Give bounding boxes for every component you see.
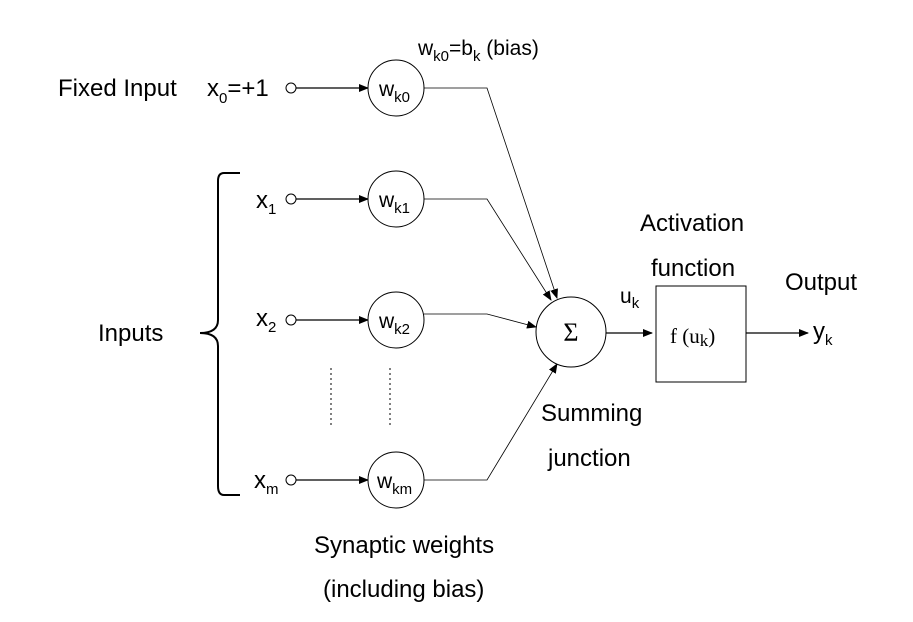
weight-label-1: wk1 [378, 189, 410, 217]
summing-junction-node [535, 296, 607, 368]
activation-box [655, 285, 747, 383]
activation-function-label: f (uk) [670, 324, 715, 350]
activation-title-2: function [651, 255, 735, 282]
uk-label: uk [620, 285, 640, 312]
weight-node-0 [367, 59, 425, 117]
input-terminal-m [285, 474, 297, 486]
weight-node-1 [367, 170, 425, 228]
connection-w2 [424, 313, 537, 329]
input-label-2: x2 [256, 305, 276, 336]
weight-label-0: wk0 [378, 78, 410, 106]
input-label-m: xm [254, 467, 279, 498]
sigma-symbol: Σ [563, 318, 578, 347]
input-terminal-2 [285, 314, 297, 326]
output-title: Output [785, 269, 857, 296]
input-label-1: x1 [256, 187, 276, 218]
synaptic-caption-1: Synaptic weights [314, 532, 494, 559]
inputs-label: Inputs [98, 320, 163, 347]
bias-label: wk0=bk (bias) [417, 37, 539, 65]
summing-label-2: junction [547, 445, 631, 472]
fixed-input-label: Fixed Input [58, 75, 177, 102]
weight-label-m: wkm [376, 470, 412, 498]
connection-wm [424, 363, 558, 481]
weight-node-2 [367, 291, 425, 349]
output-label: yk [813, 318, 833, 349]
synaptic-caption-2: (including bias) [323, 576, 484, 603]
connection-w0 [424, 87, 558, 299]
summing-label-1: Summing [541, 400, 642, 427]
weight-label-2: wk2 [378, 310, 410, 338]
inputs-brace [199, 172, 240, 496]
input-terminal-0 [285, 82, 297, 94]
connection-w1 [424, 198, 552, 301]
input-terminal-1 [285, 193, 297, 205]
fixed-input-value: x0=+1 [207, 75, 269, 107]
activation-title-1: Activation [640, 210, 744, 237]
